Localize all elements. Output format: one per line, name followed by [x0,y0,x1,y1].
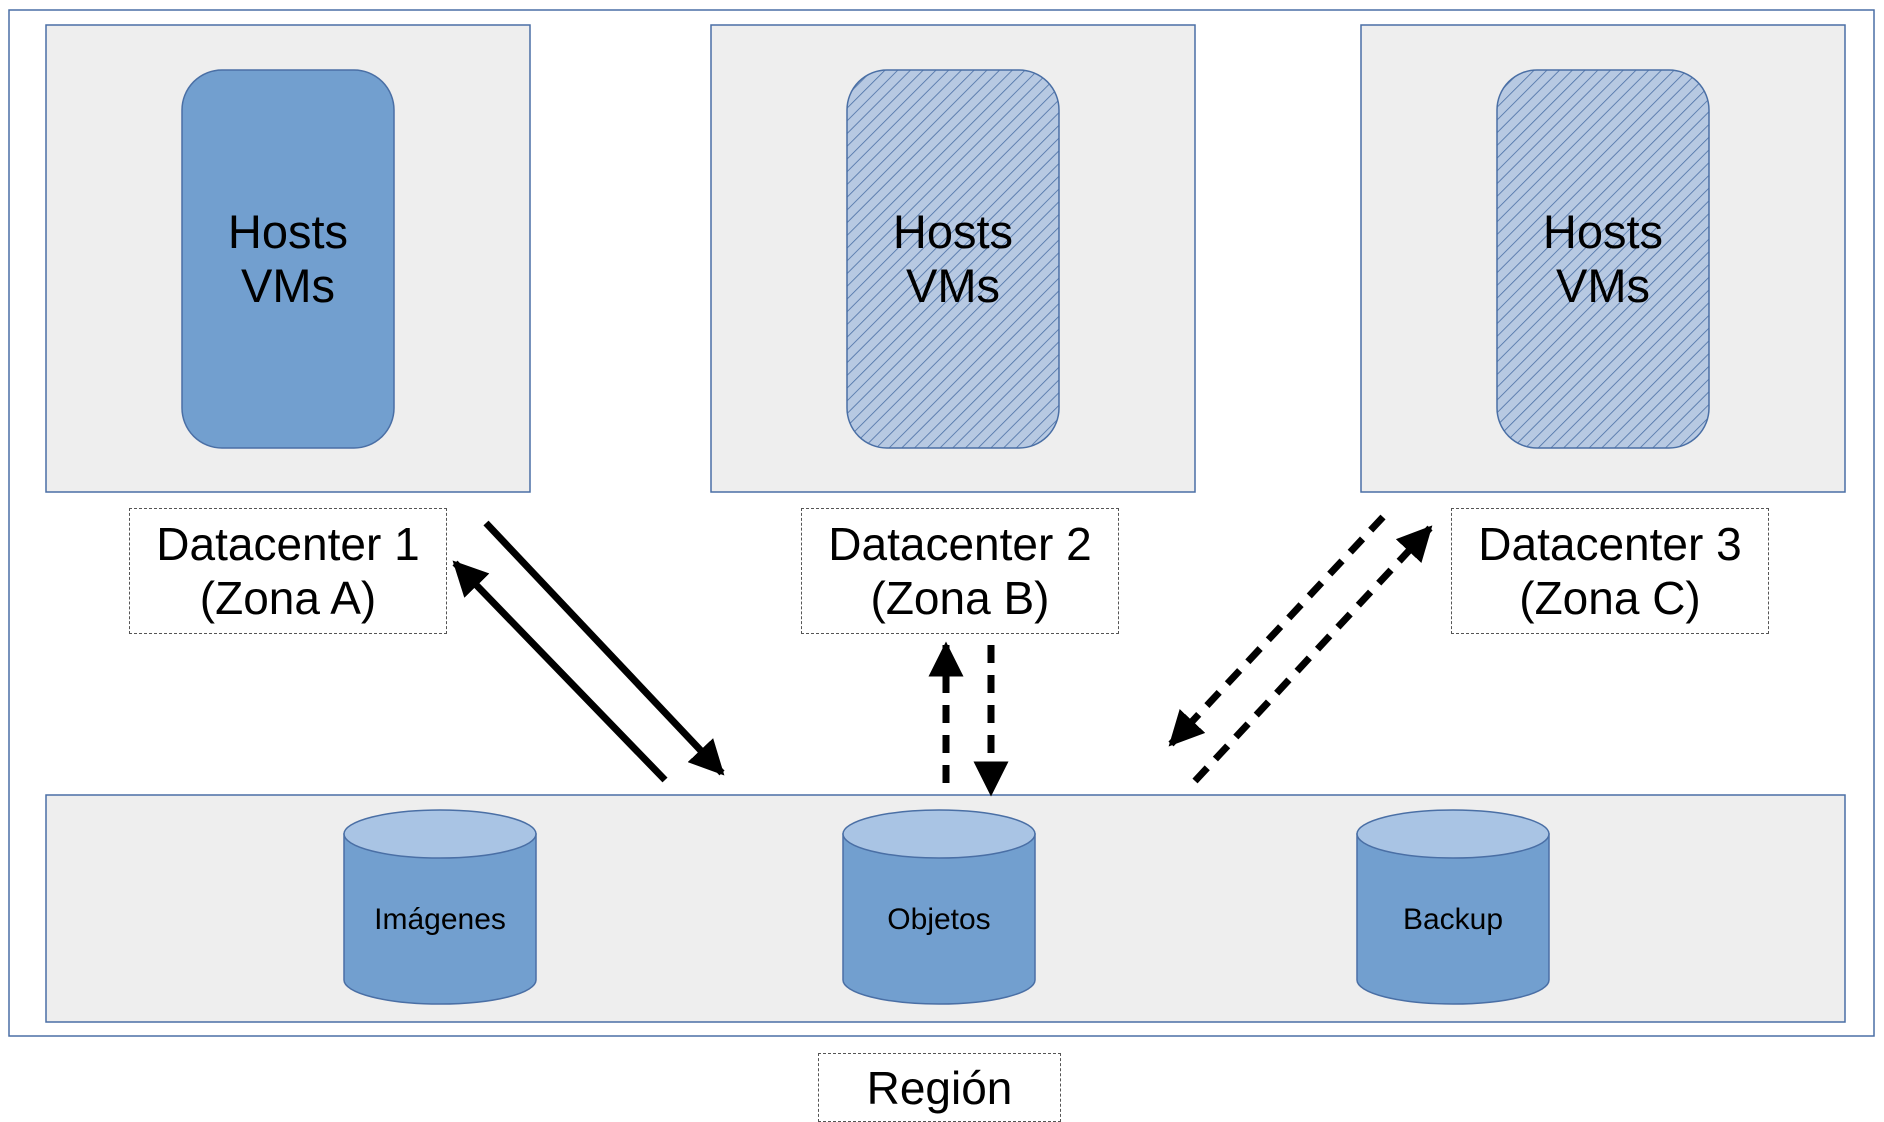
datacenter-name: Datacenter 3 [1478,518,1742,570]
storage-label-imagenes: Imágenes [374,903,506,936]
vms-text: VMs [241,259,335,312]
arrow-storage-to-dc3 [1192,525,1433,784]
arrow-storage-to-dc1 [452,560,668,783]
vms-text: VMs [1556,259,1650,312]
storage-label-objetos: Objetos [887,903,991,936]
datacenter-3-hosts-block [1496,69,1710,449]
region-label: Región [818,1053,1061,1122]
datacenter-1-hosts-label: Hosts VMs [182,70,394,448]
storage-cylinder-imagenes [343,809,537,1005]
storage-cylinder-objetos [842,809,1036,1005]
hosts-text: Hosts [892,205,1014,258]
datacenter-3-hosts-label: Hosts VMs [1497,70,1709,448]
hosts-text: Hosts [227,205,349,258]
arrow-dc3-to-storage [1168,514,1386,747]
datacenter-1-hosts-block [181,69,395,449]
storage-label-backup: Backup [1402,903,1504,936]
storage-cylinder-backup [1356,809,1550,1005]
hosts-text: Hosts [1542,205,1664,258]
datacenter-name: Datacenter 2 [828,518,1092,570]
zone-name: (Zona C) [1519,572,1701,624]
datacenter-2-label: Datacenter 2 (Zona B) [801,508,1119,634]
vms-text: VMs [906,259,1000,312]
zone-name: (Zona B) [870,572,1050,624]
datacenter-1-label: Datacenter 1 (Zona A) [129,508,447,634]
arrow-dc1-to-storage [483,520,725,776]
datacenter-2-hosts-label: Hosts VMs [847,70,1059,448]
datacenter-name: Datacenter 1 [156,518,420,570]
datacenter-3-label: Datacenter 3 (Zona C) [1451,508,1769,634]
datacenter-2-hosts-block [846,69,1060,449]
zone-name: (Zona A) [199,572,377,624]
